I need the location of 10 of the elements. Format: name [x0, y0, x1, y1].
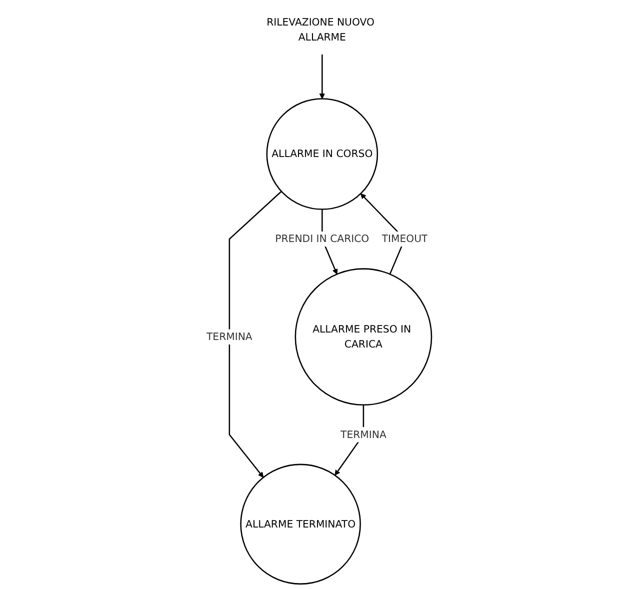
edge-label: TIMEOUT: [382, 232, 428, 245]
arrow: [319, 54, 325, 100]
edge-label: TERMINA: [340, 428, 386, 440]
node-circle: ALLARME PRESO IN CARICA: [294, 268, 432, 406]
arrow: [228, 190, 282, 478]
edge-label: PRENDI IN CARICO: [275, 232, 370, 245]
edge-label: TERMINA: [206, 330, 252, 343]
node-circle: ALLARME IN CORSO: [266, 98, 378, 210]
node-text: RILEVAZIONE NUOVO ALLARME: [266, 16, 374, 44]
node-circle: ALLARME TERMINATO: [240, 464, 361, 585]
